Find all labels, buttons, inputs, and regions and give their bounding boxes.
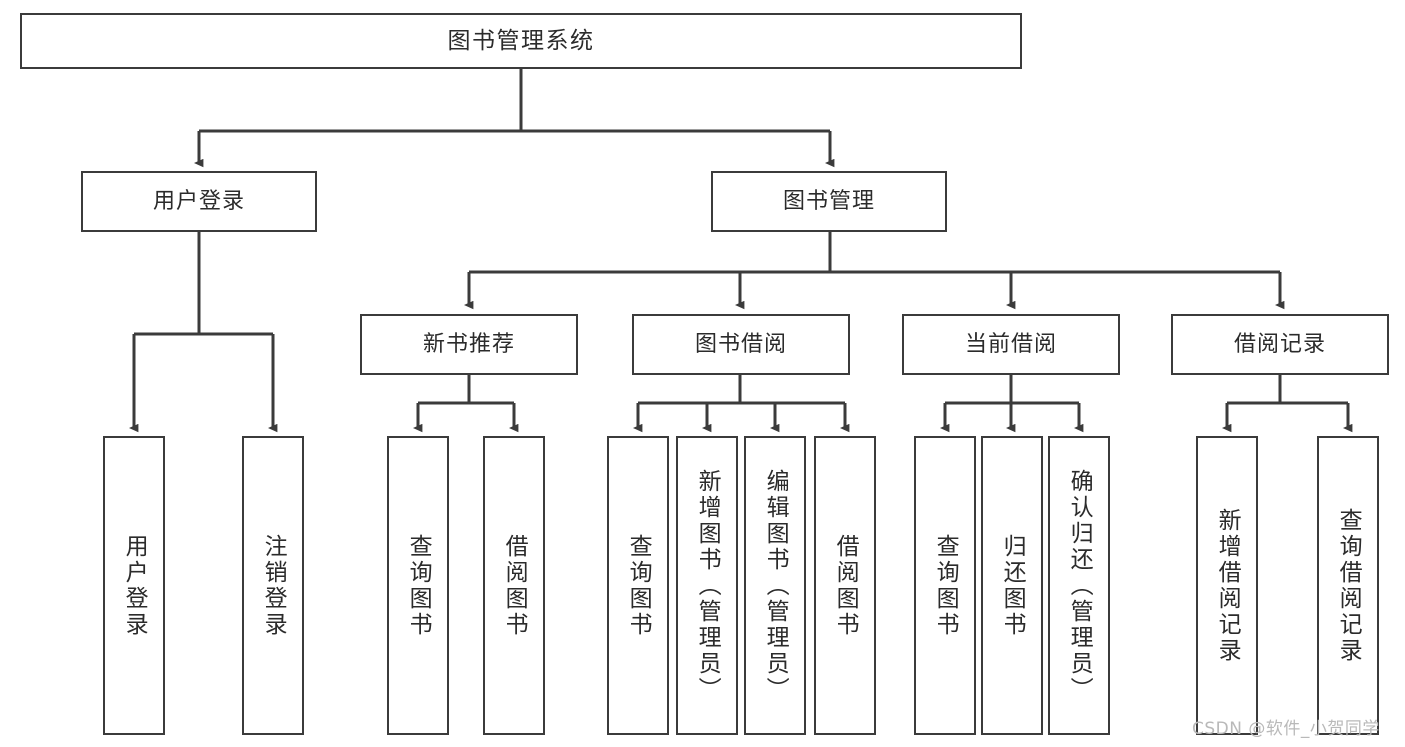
node-new-book-recommend[interactable]: 新书推荐: [360, 314, 578, 375]
node-label: 新增借阅记录: [1214, 507, 1241, 664]
node-label: 确认归还（管理员）: [1066, 468, 1093, 703]
leaf-new-book-borrow[interactable]: 借阅图书: [483, 436, 545, 735]
leaf-book-borrow-add-admin[interactable]: 新增图书（管理员）: [676, 436, 738, 735]
leaf-borrow-record-add[interactable]: 新增借阅记录: [1196, 436, 1258, 735]
leaf-book-borrow-edit-admin[interactable]: 编辑图书（管理员）: [744, 436, 806, 735]
node-label: 查询图书: [405, 533, 432, 638]
leaf-new-book-query[interactable]: 查询图书: [387, 436, 449, 735]
node-current-borrow[interactable]: 当前借阅: [902, 314, 1120, 375]
node-label: 新书推荐: [422, 331, 515, 357]
leaf-current-borrow-confirm-admin[interactable]: 确认归还（管理员）: [1048, 436, 1110, 735]
leaf-current-borrow-return[interactable]: 归还图书: [981, 436, 1043, 735]
node-label: 图书管理: [782, 188, 875, 214]
node-label: 注销登录: [260, 533, 287, 638]
node-root-book-management-system[interactable]: 图书管理系统: [20, 13, 1022, 69]
node-book-management[interactable]: 图书管理: [711, 171, 947, 232]
node-label: 图书管理系统: [447, 27, 595, 54]
leaf-borrow-record-query[interactable]: 查询借阅记录: [1317, 436, 1379, 735]
node-label: 借阅记录: [1233, 331, 1326, 357]
leaf-book-borrow-borrow[interactable]: 借阅图书: [814, 436, 876, 735]
node-book-borrow[interactable]: 图书借阅: [632, 314, 850, 375]
node-label: 当前借阅: [964, 331, 1057, 357]
watermark: CSDN @软件_小贺同学: [1192, 719, 1380, 739]
leaf-book-borrow-query[interactable]: 查询图书: [607, 436, 669, 735]
node-label: 借阅图书: [832, 533, 859, 638]
node-label: 查询借阅记录: [1335, 507, 1362, 664]
leaf-user-login-signin[interactable]: 用户登录: [103, 436, 165, 735]
node-user-login[interactable]: 用户登录: [81, 171, 317, 232]
node-label: 用户登录: [152, 188, 245, 214]
leaf-user-login-signout[interactable]: 注销登录: [242, 436, 304, 735]
leaf-current-borrow-query[interactable]: 查询图书: [914, 436, 976, 735]
node-label: 查询图书: [625, 533, 652, 638]
node-label: 查询图书: [932, 533, 959, 638]
node-label: 归还图书: [999, 533, 1026, 638]
node-label: 新增图书（管理员）: [694, 468, 721, 703]
node-label: 编辑图书（管理员）: [762, 468, 789, 703]
node-borrow-record[interactable]: 借阅记录: [1171, 314, 1389, 375]
node-label: 图书借阅: [694, 331, 787, 357]
node-label: 借阅图书: [501, 533, 528, 638]
node-label: 用户登录: [121, 533, 148, 638]
